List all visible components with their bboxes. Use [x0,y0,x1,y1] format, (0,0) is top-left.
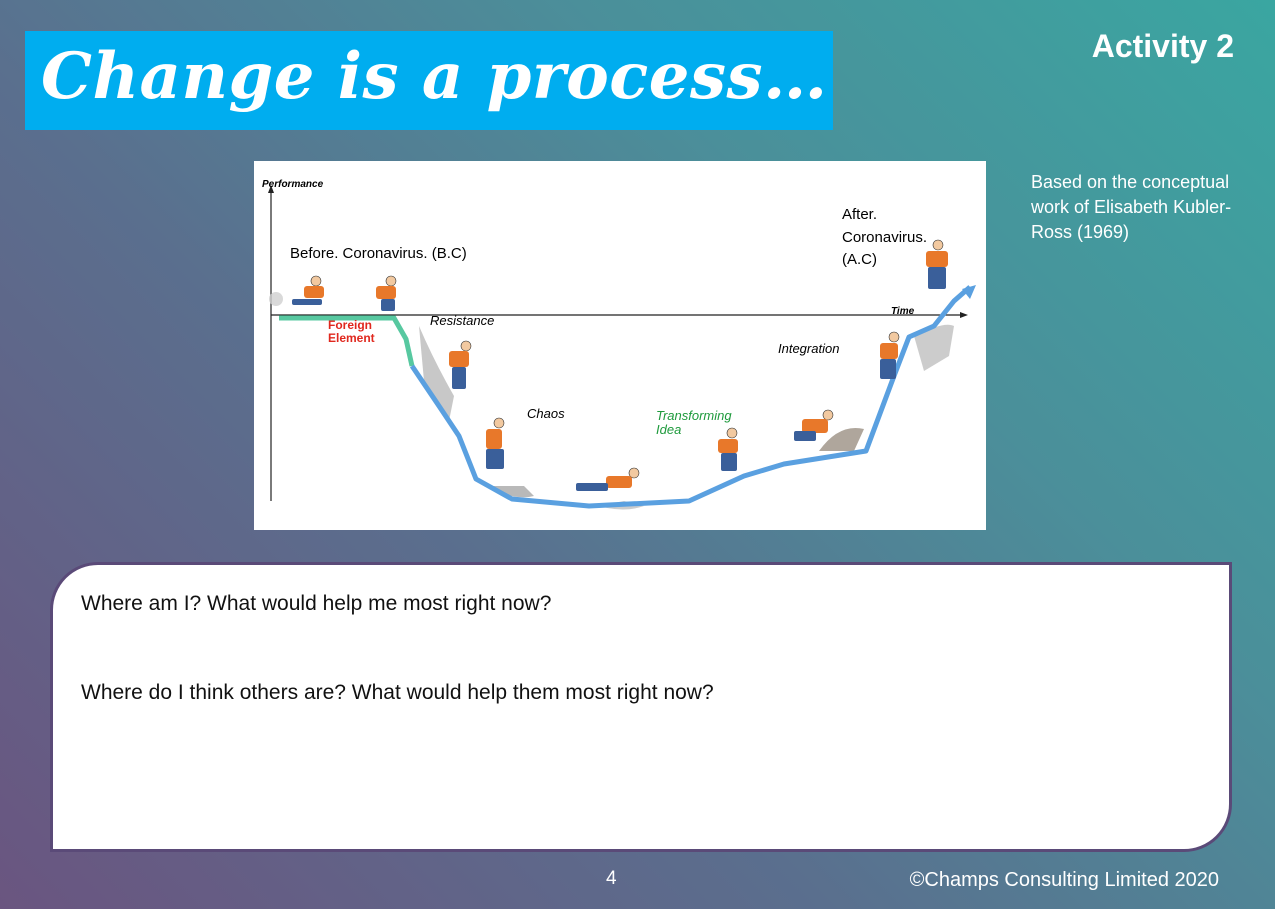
stage-foreign-line1: Foreign [328,318,372,332]
activity-label: Activity 2 [1091,28,1234,64]
rock-shadow [914,324,954,371]
y-axis-label: Performance [262,179,324,190]
figure-standing [926,239,948,289]
change-curve [409,285,972,509]
after-label-line1: After. [842,206,877,223]
after-label-line3: (A.C) [842,251,877,268]
credit-note: Based on the conceptual work of Elisabet… [1031,172,1232,242]
x-axis-arrow-icon [960,312,968,318]
after-label-line2: Coronavirus. [842,229,927,246]
slide-title: Change is a process… [41,39,828,114]
rock [819,427,864,451]
figure-idea [718,427,738,471]
x-axis-label: Time [891,306,915,317]
stage-foreign-line2: Element [328,331,375,345]
reflection-box: Where am I? What would help me most righ… [50,562,1232,852]
figure-falling [486,417,505,469]
title-banner: Change is a process… [25,31,833,130]
stage-integration: Integration [778,341,839,356]
curve-start-segment [279,315,415,367]
stage-transforming-line2: Idea [656,422,681,437]
change-curve-diagram: Performance Time Before. Coronavirus. (B… [254,161,986,530]
y-axis-arrow-icon [268,185,274,193]
figure-resisting [449,340,472,389]
stage-resistance: Resistance [430,313,494,328]
curve-arrowhead-icon [962,285,976,299]
question-self: Where am I? What would help me most righ… [81,592,552,615]
change-curve-svg: Performance Time Before. Coronavirus. (B… [262,179,976,510]
figure-walking [269,275,324,306]
before-label: Before. Coronavirus. (B.C) [290,245,467,262]
stage-chaos: Chaos [527,406,565,421]
question-others: Where do I think others are? What would … [81,681,714,704]
figure-climbing [880,331,900,379]
figure-pushing [794,409,834,441]
page-number: 4 [606,868,617,889]
stage-transforming-line1: Transforming [656,408,732,423]
copyright-notice: ©Champs Consulting Limited 2020 [909,869,1219,891]
figure-crawling [576,467,640,491]
rock-shadow [419,326,454,421]
figure-stumbling [376,275,397,311]
